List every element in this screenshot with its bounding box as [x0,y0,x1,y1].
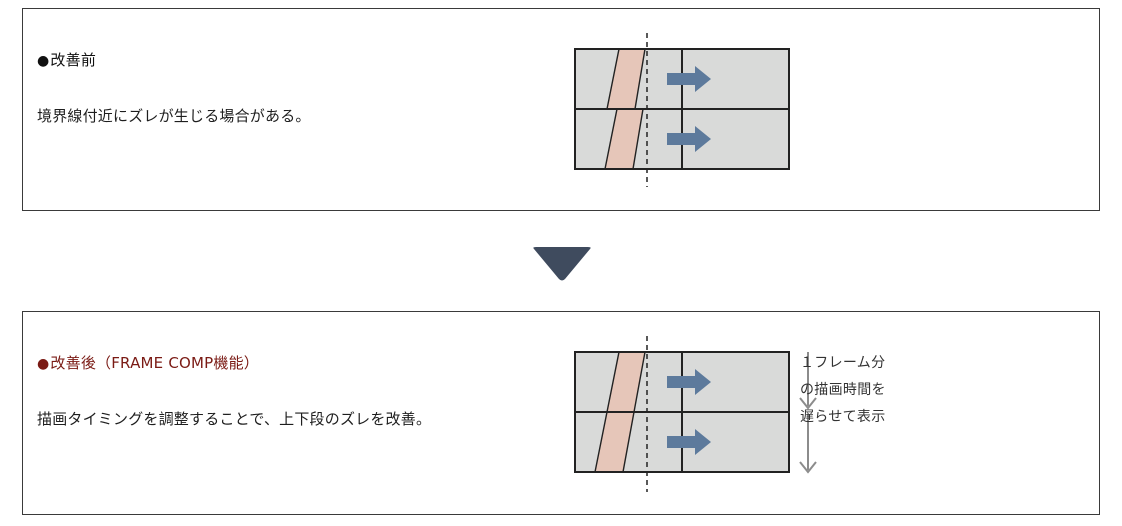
after-bullet-icon: ● [37,356,50,372]
after-arrow-right-icon [667,429,711,455]
delay-note-line: 遅らせて表示 [800,409,886,425]
delay-note: １フレーム分 の描画時間を 遅らせて表示 [800,350,886,431]
panel-after: ●改善後（FRAME COMP機能） 描画タイミングを調整することで、上下段のズ… [22,311,1100,515]
before-arrow-right-icon [667,66,711,92]
after-heading: ●改善後（FRAME COMP機能） [37,352,259,373]
before-diagram [574,33,790,187]
before-description: 境界線付近にズレが生じる場合がある。 [37,107,311,125]
delay-arrows [799,352,817,474]
delay-note-line: １フレーム分 [800,355,886,371]
down-triangle-icon [533,247,591,281]
before-arrow-right-icon [667,126,711,152]
chevron-down-icon [799,397,817,410]
delay-note-line: の描画時間を [800,382,886,398]
chevron-down-icon [799,461,817,474]
after-title: 改善後（FRAME COMP機能） [50,354,259,372]
after-arrow-right-icon [667,369,711,395]
panel-before: ●改善前 境界線付近にズレが生じる場合がある。 [22,8,1100,211]
before-bullet-icon: ● [37,53,50,69]
before-heading: ●改善前 [37,49,96,70]
after-description: 描画タイミングを調整することで、上下段のズレを改善。 [37,410,432,428]
before-title: 改善前 [50,51,97,69]
after-diagram [574,336,790,492]
